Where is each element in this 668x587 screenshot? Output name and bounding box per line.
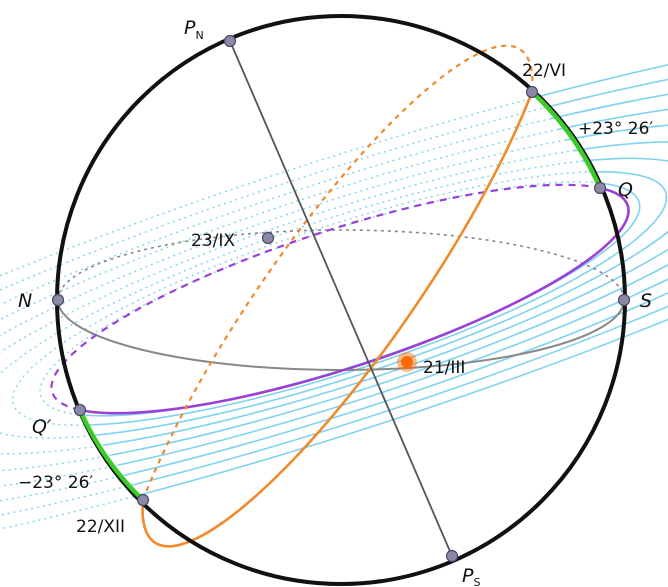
diurnal-circle-back <box>0 149 574 455</box>
diurnal-circle-front <box>125 93 668 476</box>
label-north: N <box>18 290 32 312</box>
ecliptic-front <box>141 91 534 548</box>
point-winter-solstice <box>136 493 150 507</box>
diurnal-circle-front <box>139 64 668 496</box>
diurnal-circle-front <box>97 157 668 436</box>
label-summer-solstice: 22/VI <box>522 61 566 81</box>
celestial-equator-front <box>79 186 630 415</box>
diurnal-circle-front <box>90 171 668 426</box>
point-pole-north <box>223 34 237 48</box>
label-autumn-equinox: 23/IX <box>191 231 235 251</box>
label-winter-solstice: 22/XII <box>76 517 125 537</box>
celestial-equator-back-dashed <box>50 183 601 412</box>
diurnal-circle-front <box>104 141 668 446</box>
polar-axis <box>229 40 453 557</box>
point-summer-solstice <box>525 85 539 99</box>
label-q: Q <box>618 179 633 201</box>
point-north <box>51 293 65 307</box>
label-pole-south: PS <box>462 565 480 587</box>
diurnal-circles <box>0 64 668 530</box>
point-south <box>617 293 631 307</box>
label-declination-minus: −23° 26′ <box>18 473 93 493</box>
horizon-back-dashed <box>57 229 625 301</box>
point-pole-south <box>445 549 459 563</box>
point-q-prime <box>73 403 87 417</box>
diurnal-circle-back <box>0 160 582 439</box>
point-q <box>593 181 607 195</box>
diurnal-circle-back <box>0 96 536 530</box>
ecliptic-back-dashed <box>141 44 534 501</box>
diurnal-circle-back <box>11 171 589 426</box>
declination-arc-minus <box>77 409 145 502</box>
diurnal-circle-front <box>111 124 668 456</box>
label-south: S <box>640 290 652 312</box>
label-pole-north: PN <box>184 17 204 42</box>
declination-arc-plus <box>530 90 603 189</box>
label-declination-plus: +23° 26′ <box>578 119 653 139</box>
diurnal-circle-back <box>39 181 597 416</box>
diurnal-circle-front <box>118 108 668 466</box>
sun-icon <box>401 356 413 368</box>
label-spring-equinox: 21/III <box>423 358 465 378</box>
label-q-prime: Q′ <box>32 416 52 438</box>
diurnal-circle-front <box>132 78 668 486</box>
point-autumn-equinox <box>261 231 275 245</box>
